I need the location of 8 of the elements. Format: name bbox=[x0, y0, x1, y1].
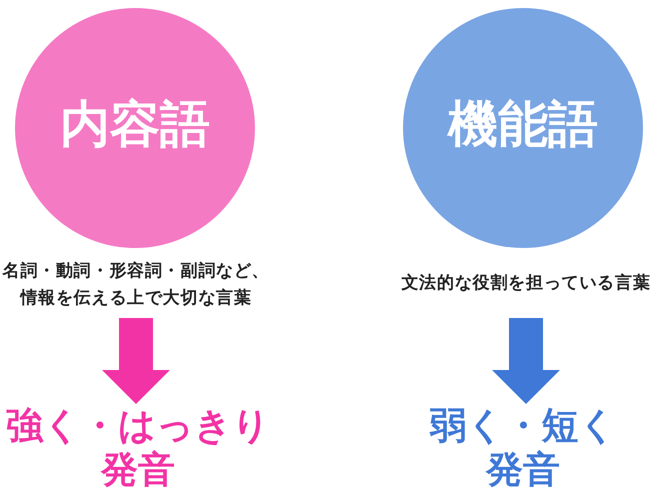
result-text: 弱く・短く発音 bbox=[423, 404, 623, 492]
description-text: 名詞・動詞・形容詞・副詞など、情報を伝える上で大切な言葉 bbox=[0, 258, 272, 318]
term-text: 機能語 bbox=[448, 96, 598, 154]
arrow bbox=[492, 318, 560, 404]
description-text: 文法的な役割を担っている言葉 bbox=[395, 270, 657, 318]
term-text: 内容語 bbox=[60, 96, 210, 154]
arrow bbox=[102, 318, 170, 404]
result-text: 強く・はっきり発音 bbox=[0, 404, 276, 492]
